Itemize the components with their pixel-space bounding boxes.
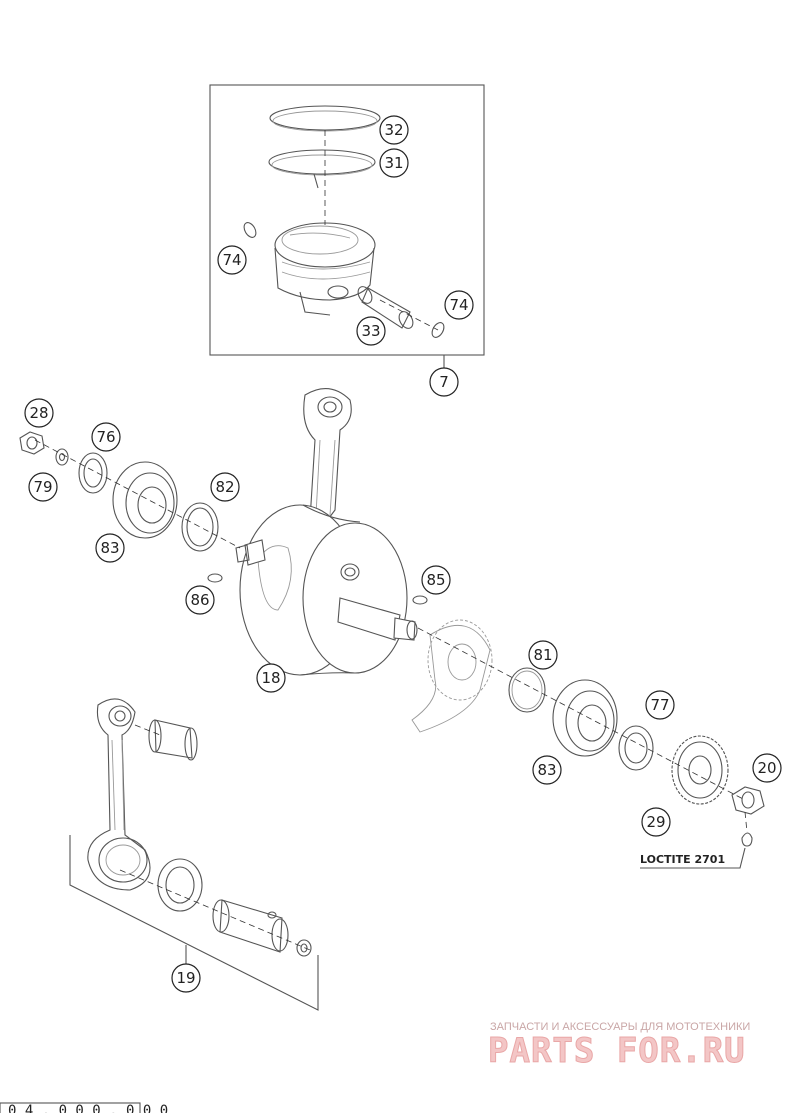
piston <box>274 222 376 316</box>
svg-text:81: 81 <box>533 646 552 664</box>
callout-18: 18 <box>256 663 286 693</box>
svg-text:29: 29 <box>646 813 665 831</box>
svg-text:76: 76 <box>96 428 115 446</box>
svg-text:86: 86 <box>190 591 209 609</box>
svg-text:18: 18 <box>261 669 280 687</box>
watermark-brand: PARTS FOR.RU <box>488 1031 746 1071</box>
svg-text:20: 20 <box>757 759 776 777</box>
woodruff-key-85 <box>412 595 428 605</box>
woodruff-key-86 <box>207 573 223 583</box>
connecting-rod-installed <box>303 388 352 531</box>
svg-text:79: 79 <box>33 478 52 496</box>
callout-83-left: 83 <box>95 533 125 563</box>
svg-text:32: 32 <box>384 121 403 139</box>
callout-82: 82 <box>210 472 240 502</box>
piston-pin <box>357 286 414 329</box>
svg-text:19: 19 <box>176 969 195 987</box>
callout-74-left: 74 <box>217 245 247 275</box>
watermark-subtitle: ЗАПЧАСТИ И АКСЕССУАРЫ ДЛЯ МОТОТЕХНИКИ <box>490 1021 750 1033</box>
watermark: ЗАПЧАСТИ И АКСЕССУАРЫ ДЛЯ МОТОТЕХНИКИ PA… <box>488 1021 751 1072</box>
svg-text:83: 83 <box>537 761 556 779</box>
right-side-parts <box>411 619 765 847</box>
crank-web-right <box>302 522 408 674</box>
callout-81: 81 <box>528 640 558 670</box>
svg-text:85: 85 <box>426 571 445 589</box>
piston-kit-group <box>209 84 485 368</box>
callout-33: 33 <box>356 316 386 346</box>
left-side-parts <box>19 431 219 552</box>
callout-77: 77 <box>645 690 675 720</box>
callout-74-right: 74 <box>444 290 474 320</box>
conrod-kit <box>69 698 319 1011</box>
crankshaft-assembly <box>207 388 428 676</box>
callout-19: 19 <box>171 963 201 993</box>
callout-83-right: 83 <box>532 755 562 785</box>
svg-text:82: 82 <box>215 478 234 496</box>
callout-79: 79 <box>28 472 58 502</box>
callout-86: 86 <box>185 585 215 615</box>
circlip-left <box>243 222 257 238</box>
callout-20: 20 <box>752 753 782 783</box>
callout-28: 28 <box>24 398 54 428</box>
svg-text:31: 31 <box>384 154 403 172</box>
svg-text:74: 74 <box>222 251 241 269</box>
svg-text:74: 74 <box>449 296 468 314</box>
loctite-label: LOCTITE 2701 <box>640 853 725 866</box>
svg-text:77: 77 <box>650 696 669 714</box>
callouts: 32 31 74 74 33 7 28 76 79 82 83 85 86 18… <box>24 115 782 993</box>
callout-85: 85 <box>421 565 451 595</box>
callout-76: 76 <box>91 422 121 452</box>
svg-text:83: 83 <box>100 539 119 557</box>
piston-ring-top <box>269 105 381 132</box>
svg-text:33: 33 <box>361 322 380 340</box>
callout-31: 31 <box>379 148 409 178</box>
callout-29: 29 <box>641 807 671 837</box>
callout-7: 7 <box>429 367 459 397</box>
svg-text:28: 28 <box>29 404 48 422</box>
drawing-code: 0 4 . 0 0 0 . 0 0 0 <box>8 1103 168 1113</box>
piston-ring-second <box>268 149 376 189</box>
callout-32: 32 <box>379 115 409 145</box>
leader-lines <box>34 130 748 965</box>
svg-text:7: 7 <box>439 373 449 391</box>
